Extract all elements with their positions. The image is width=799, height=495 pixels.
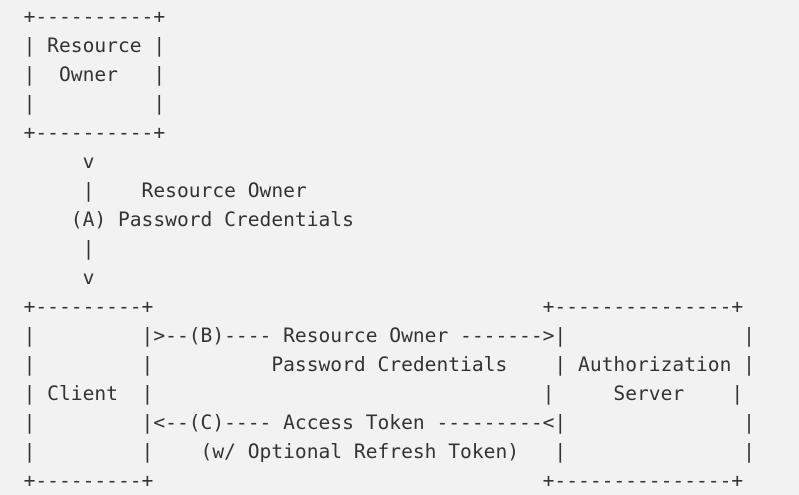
diagram-line-arrow-a-shaft: | bbox=[0, 237, 95, 260]
diagram-line-arrow-a-head: v bbox=[0, 150, 95, 173]
diagram-line-client-label: | Client | | Server | bbox=[0, 382, 744, 405]
diagram-line-arrow-a-tail: v bbox=[0, 266, 95, 289]
diagram-line-flow-c-arrow: | |<--(C)---- Access Token ---------<| | bbox=[0, 411, 755, 434]
diagram-line-resource-owner-bottom-border: +----------+ bbox=[0, 121, 166, 144]
diagram-line-resource-owner-top-border: +----------+ bbox=[0, 5, 166, 28]
diagram-line-arrow-a-label-1: | Resource Owner bbox=[0, 179, 307, 202]
diagram-line-resource-owner-label-1: | Resource | bbox=[0, 34, 166, 57]
diagram-line-flow-b-label: | | Password Credentials | Authorization… bbox=[0, 353, 755, 376]
diagram-line-resource-owner-label-2: | Owner | bbox=[0, 63, 166, 86]
diagram-line-client-authserver-bottom-border: +---------+ +---------------+ bbox=[0, 469, 744, 492]
diagram-line-arrow-a-label-2: (A) Password Credentials bbox=[0, 208, 354, 231]
diagram-line-flow-c-label: | | (w/ Optional Refresh Token) | | bbox=[0, 440, 755, 463]
diagram-line-client-authserver-top-border: +---------+ +---------------+ bbox=[0, 295, 744, 318]
diagram-line-flow-b-arrow: | |>--(B)---- Resource Owner ------->| | bbox=[0, 324, 755, 347]
diagram-line-resource-owner-blank: | | bbox=[0, 92, 166, 115]
